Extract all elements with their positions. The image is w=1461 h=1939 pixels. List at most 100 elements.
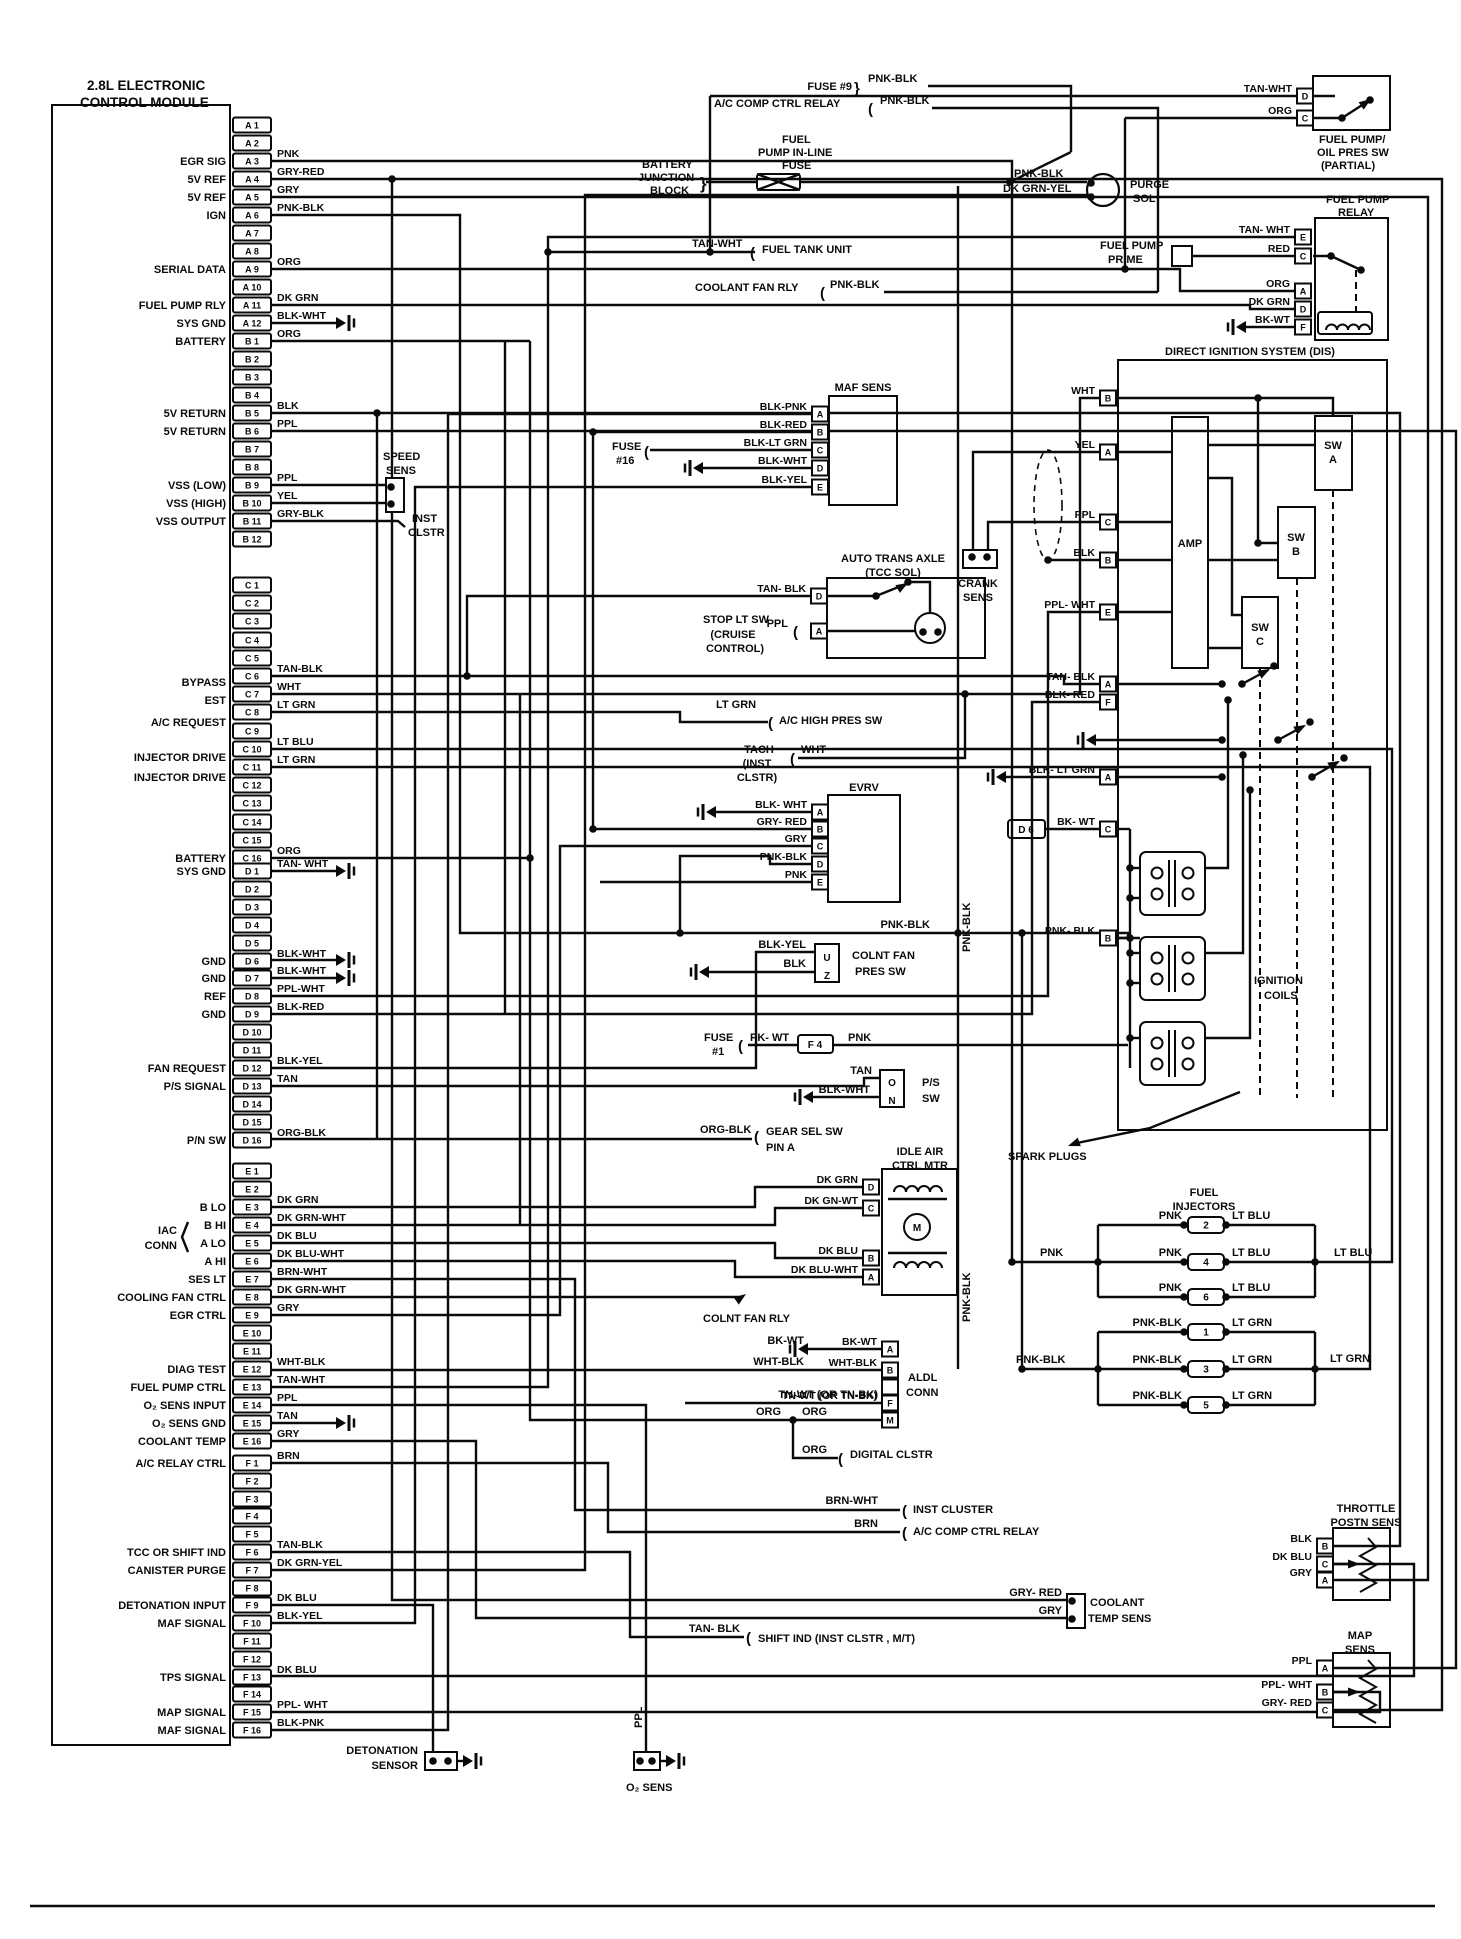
wire-color-label: BK-WT [842, 1336, 878, 1348]
label: SENSOR [372, 1760, 419, 1772]
ecm-signal-label: GND [202, 956, 227, 968]
ecm-pin-E4 [232, 1216, 272, 1234]
ecm-pin-D11 [232, 1041, 272, 1059]
junction-dot [1311, 1258, 1319, 1266]
component-pin [811, 441, 829, 459]
label: THROTTLE [1337, 1503, 1396, 1515]
wire-color-label: TAN-BLK [277, 663, 323, 675]
junction-dot [968, 553, 976, 561]
ecm-signal-label: BATTERY [175, 853, 226, 865]
ecm-pin-D6 [232, 952, 272, 970]
ecm-pin-label: A 4 [245, 175, 259, 185]
wire-color-label: ORG [277, 328, 301, 340]
ecm-pin-E2 [232, 1180, 272, 1198]
wire-color-label: PNK-BLK [760, 851, 808, 863]
component-pin [1294, 300, 1312, 318]
junction-dot [789, 1416, 797, 1424]
junction-dot [1239, 751, 1247, 759]
ecm-pin-E5 [232, 1234, 272, 1252]
ecm-pin-label: E 15 [243, 1419, 262, 1429]
wire-color-label: GRY [277, 184, 299, 196]
component-pin [811, 423, 829, 441]
component-pin [881, 1361, 899, 1379]
wire [271, 844, 812, 1317]
fuse-f4-box [797, 1034, 834, 1054]
ecm-pin-F6 [232, 1543, 272, 1561]
wire [678, 854, 812, 933]
ecm-pin-label: E 7 [245, 1275, 259, 1285]
ecm-pin-D7 [232, 969, 272, 987]
ground-icon [706, 806, 716, 818]
ecm-pin-label: E 12 [243, 1365, 262, 1375]
injector-number: 1 [1203, 1328, 1209, 1339]
label: O [888, 1078, 896, 1089]
label: LT BLU [1232, 1210, 1270, 1222]
tcc-solenoid-box [826, 577, 986, 659]
wire-color-label: TAN-BLK [277, 1539, 323, 1551]
component-pin-label: D [816, 592, 823, 602]
ground-icon [666, 1755, 676, 1767]
wire [1071, 1090, 1241, 1146]
component-pin [1316, 1683, 1334, 1701]
ecm-pin-label: C 2 [245, 599, 259, 609]
component-pin-label: A [1322, 1664, 1329, 1674]
wire-color-label: GRY [1290, 1567, 1312, 1579]
wire [390, 179, 1067, 1602]
wire [528, 341, 882, 1422]
ground-icon [1236, 321, 1246, 333]
label: PRIME [1108, 254, 1143, 266]
wire-color-label: DK GN-WT [804, 1195, 858, 1207]
ecm-pin-C3 [232, 612, 272, 630]
label: PNK-BLK [1133, 1390, 1183, 1402]
wire-color-label: BLK [277, 400, 299, 412]
d6-tag-box [1007, 819, 1046, 839]
ground-icon [996, 771, 1006, 783]
ecm-pin-D9 [232, 1005, 272, 1023]
ecm-pin-D1 [232, 862, 272, 880]
label: ORG [756, 1406, 781, 1418]
ecm-pin-label: B 9 [245, 481, 259, 491]
label: PNK-BLK [1133, 1354, 1183, 1366]
ecm-pin-label: A 5 [245, 193, 259, 203]
injector-number: 2 [1203, 1221, 1209, 1232]
coil-winding [1181, 887, 1195, 901]
label: LT BLU [1232, 1282, 1270, 1294]
component-pin-label: C [1302, 114, 1309, 124]
label: LT GRN [1232, 1390, 1272, 1402]
label: SENS [1345, 1644, 1375, 1656]
component-pin-label: A [1105, 773, 1112, 783]
component-pin [1294, 228, 1312, 246]
junction-dot [1126, 979, 1134, 987]
wire [271, 411, 1402, 1548]
wire-color-label: TAN [277, 1410, 298, 1422]
component-pin [1316, 1701, 1334, 1719]
label: FUEL [1190, 1187, 1219, 1199]
wire-color-label: WHT [1071, 385, 1095, 397]
ecm-pin-label: F 15 [243, 1708, 261, 1718]
ecm-pin-label: C 11 [243, 763, 262, 773]
label: PNK-BLK [881, 919, 931, 931]
label: BK-WT [767, 1335, 804, 1347]
junction-dot [961, 690, 969, 698]
coil-winding [1150, 866, 1164, 880]
wire-color-label: WHT-BLK [277, 1356, 326, 1368]
arrowhead [1257, 669, 1270, 679]
ecm-pin-D2 [232, 880, 272, 898]
wire [271, 193, 1087, 1572]
label: (CRUISE [710, 629, 755, 641]
ecm-pin-F4 [232, 1507, 272, 1525]
junction-dot [1068, 1597, 1076, 1605]
label: INJECTORS [1173, 1201, 1236, 1213]
ecm-pin-A1 [232, 116, 272, 134]
component-pin [1316, 1571, 1334, 1589]
junction-dot [1087, 179, 1095, 187]
label: FUEL PUMP [1100, 240, 1163, 252]
junction-dot [1006, 178, 1014, 186]
label: LT GRN [716, 699, 756, 711]
wire [271, 195, 1430, 1582]
ground-icon [1086, 734, 1096, 746]
fuel-pump-relay-box [1314, 217, 1389, 341]
wire-color-label: GRY- RED [1262, 1697, 1313, 1709]
wire-color-label: BLK-LT GRN [744, 437, 807, 449]
ecm-signal-label: A HI [204, 1256, 226, 1268]
